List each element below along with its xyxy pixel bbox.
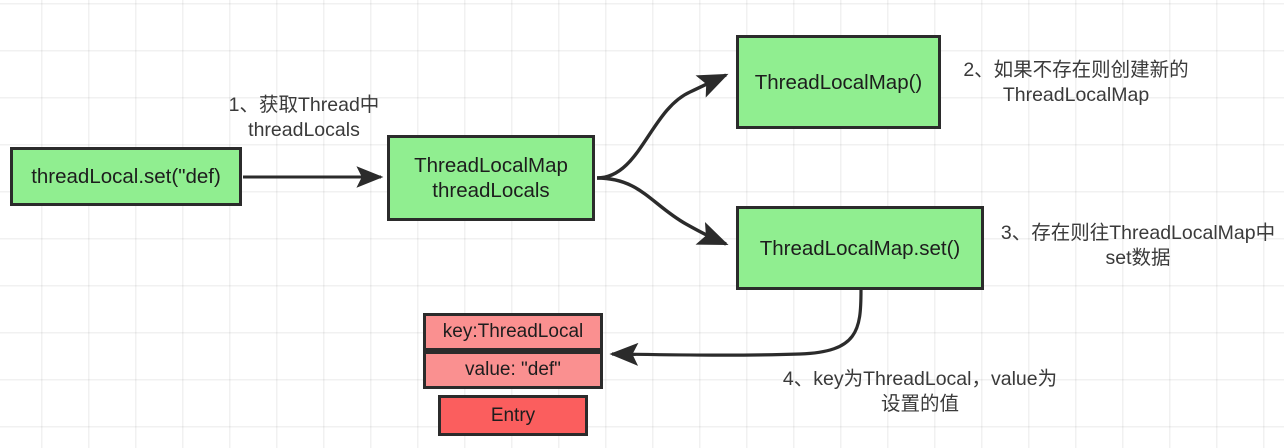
note-step-2: 2、如果不存在则创建新的 ThreadLocalMap <box>963 59 1189 107</box>
node-entry-key[interactable]: key:ThreadLocal <box>423 313 603 351</box>
note-step-1: 1、获取Thread中 threadLocals <box>228 94 380 142</box>
arrow-threadlocals-to-mapset <box>596 176 729 246</box>
node-entry-label[interactable]: Entry <box>438 395 588 436</box>
note-step-4: 4、key为ThreadLocal，value为 设置的值 <box>782 368 1058 416</box>
arrow-threadlocals-to-newmap <box>596 73 729 180</box>
node-entry-value[interactable]: value: "def" <box>423 351 603 389</box>
node-threadlocal-set[interactable]: threadLocal.set("def) <box>10 147 242 206</box>
note-step-3: 3、存在则往ThreadLocalMap中 set数据 <box>1000 222 1276 270</box>
node-threadlocalmap-set[interactable]: ThreadLocalMap.set() <box>736 206 984 290</box>
node-threadlocalmap-threadlocals[interactable]: ThreadLocalMap threadLocals <box>387 135 595 221</box>
arrow-mapset-to-entry <box>609 289 863 366</box>
node-new-threadlocalmap[interactable]: ThreadLocalMap() <box>736 35 941 129</box>
